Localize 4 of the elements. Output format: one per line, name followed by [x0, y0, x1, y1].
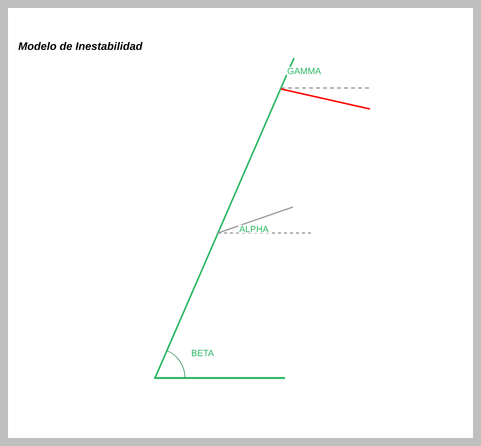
angle-label: GAMMA [286, 66, 322, 76]
title: Modelo de Inestabilidad [18, 42, 143, 50]
angle-label: ALPHA [238, 224, 270, 234]
angle-label: BETA [190, 348, 215, 358]
